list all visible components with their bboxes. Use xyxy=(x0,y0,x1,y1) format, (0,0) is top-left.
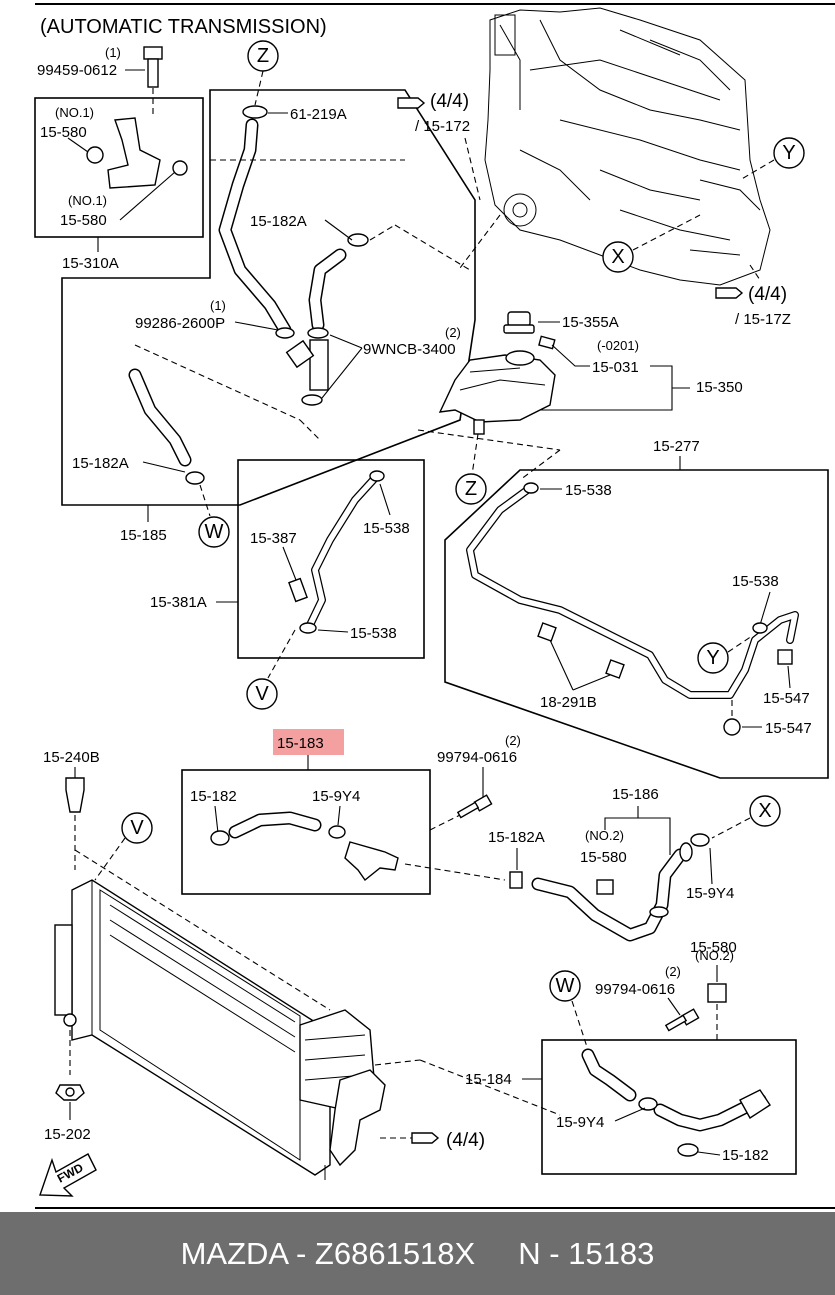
label-qty-2-c: (2) xyxy=(665,964,681,979)
marker-y-mid xyxy=(697,642,729,674)
label-15-538-d: 15-538 xyxy=(732,573,779,590)
label-15-580-c: 15-580 xyxy=(580,849,627,866)
label-15-547-a: 15-547 xyxy=(763,690,810,707)
label-no1-a: (NO.1) xyxy=(55,105,94,120)
label-no1-b: (NO.1) xyxy=(68,193,107,208)
marker-y-top xyxy=(773,137,805,169)
label-15-355A: 15-355A xyxy=(562,314,619,331)
label-15-182A-b: 15-182A xyxy=(72,455,129,472)
bracket-box xyxy=(34,97,204,238)
marker-w-low xyxy=(549,970,581,1002)
label-15-387: 15-387 xyxy=(250,530,297,547)
label-15-350: 15-350 xyxy=(696,379,743,396)
label-15-9Y4-b: 15-9Y4 xyxy=(686,885,734,902)
ref-arrow-icon-2 xyxy=(715,287,744,299)
footer-text: MAZDA - Z6861518X N - 15183 xyxy=(180,1235,655,1271)
pipe-group-15-277 xyxy=(444,469,829,779)
ref-arrow-icon-3 xyxy=(411,1132,440,1144)
label-no2-b: (NO.2) xyxy=(695,948,734,963)
hose-box-15-381A xyxy=(237,459,425,659)
hose-box-15-184 xyxy=(541,1039,797,1175)
label-ref-4-4-a: (4/4) xyxy=(430,91,469,112)
label-15-183[interactable]: 15-183 xyxy=(277,735,324,752)
label-15-580-d: 15-580 xyxy=(690,939,737,956)
coolant-reservoir xyxy=(438,311,556,435)
marker-x-top-label: X xyxy=(611,246,624,268)
marker-v-mid-label: V xyxy=(255,683,269,705)
label-9WNCB-3400: 9WNCB-3400 xyxy=(363,341,456,358)
label-15-580-a: 15-580 xyxy=(40,124,87,141)
label-15-184: 15-184 xyxy=(465,1071,512,1088)
label-15-310A: 15-310A xyxy=(62,255,119,272)
marker-x-mid xyxy=(749,795,781,827)
label-ref-15-172: / 15-172 xyxy=(415,118,470,135)
label-15-9Y4-a: 15-9Y4 xyxy=(312,788,360,805)
ref-arrow-icon xyxy=(397,97,426,109)
label-qty-1-b: (1) xyxy=(210,298,226,313)
label-15-277: 15-277 xyxy=(653,438,700,455)
label-15-031: 15-031 xyxy=(592,359,639,376)
label-61-219A: 61-219A xyxy=(290,106,347,123)
label-ref-4-4-b: (4/4) xyxy=(748,284,787,305)
label-99286-2600P: 99286-2600P xyxy=(135,315,225,332)
label-15-202: 15-202 xyxy=(44,1126,91,1143)
fwd-arrow-icon: FWD xyxy=(39,1153,97,1197)
label-15-580-b: 15-580 xyxy=(60,212,107,229)
marker-y-top-label: Y xyxy=(782,142,795,164)
label-ref-15-17Z: / 15-17Z xyxy=(735,311,791,328)
label-15-538-a: 15-538 xyxy=(363,520,410,537)
label-15-240B: 15-240B xyxy=(43,749,100,766)
label-15-185: 15-185 xyxy=(120,527,167,544)
marker-w-low-label: W xyxy=(556,975,575,997)
marker-w-top-label: W xyxy=(205,521,224,543)
part-number-footer: MAZDA - Z6861518X N - 15183 xyxy=(0,1212,835,1295)
marker-y-mid-label: Y xyxy=(706,647,719,669)
label-15-538-b: 15-538 xyxy=(350,625,397,642)
label-15-538-c: 15-538 xyxy=(565,482,612,499)
marker-v-mid xyxy=(246,678,278,710)
label-date-0201: (-0201) xyxy=(597,338,639,353)
engine-illustration xyxy=(484,7,771,286)
marker-w-top xyxy=(198,516,230,548)
label-qty-1-a: (1) xyxy=(105,45,121,60)
marker-z-mid xyxy=(455,473,487,505)
label-qty-2-b: (2) xyxy=(505,733,521,748)
marker-v-low-label: V xyxy=(130,817,144,839)
label-ref-4-4-c: (4/4) xyxy=(446,1130,485,1151)
label-no2-a: (NO.2) xyxy=(585,828,624,843)
label-15-182A-c: 15-182A xyxy=(488,829,545,846)
highlight-15-183 xyxy=(273,729,344,755)
label-99794-0616-b: 99794-0616 xyxy=(595,981,675,998)
label-18-291B: 18-291B xyxy=(540,694,597,711)
label-15-182-a: 15-182 xyxy=(190,788,237,805)
marker-x-mid-label: X xyxy=(758,800,771,822)
marker-z-top-label: Z xyxy=(257,45,269,67)
label-15-547-b: 15-547 xyxy=(765,720,812,737)
radiator xyxy=(54,879,386,1180)
label-15-9Y4-c: 15-9Y4 xyxy=(556,1114,604,1131)
label-15-381A: 15-381A xyxy=(150,594,207,611)
marker-z-mid-label: Z xyxy=(465,478,477,500)
label-99459-0612: 99459-0612 xyxy=(37,62,117,79)
marker-x-top xyxy=(602,241,634,273)
label-qty-2-a: (2) xyxy=(445,325,461,340)
label-15-182A-a: 15-182A xyxy=(250,213,307,230)
label-15-186: 15-186 xyxy=(612,786,659,803)
label-15-182-b: 15-182 xyxy=(722,1147,769,1164)
diagram-title: (AUTOMATIC TRANSMISSION) xyxy=(40,16,327,38)
label-99794-0616-a: 99794-0616 xyxy=(437,749,517,766)
hose-box-15-183 xyxy=(181,769,431,895)
parts-diagram: (AUTOMATIC TRANSMISSION) (NO.1) 15-580 (… xyxy=(34,3,835,1209)
marker-v-low xyxy=(121,812,153,844)
hose-group-15-185 xyxy=(61,89,476,506)
